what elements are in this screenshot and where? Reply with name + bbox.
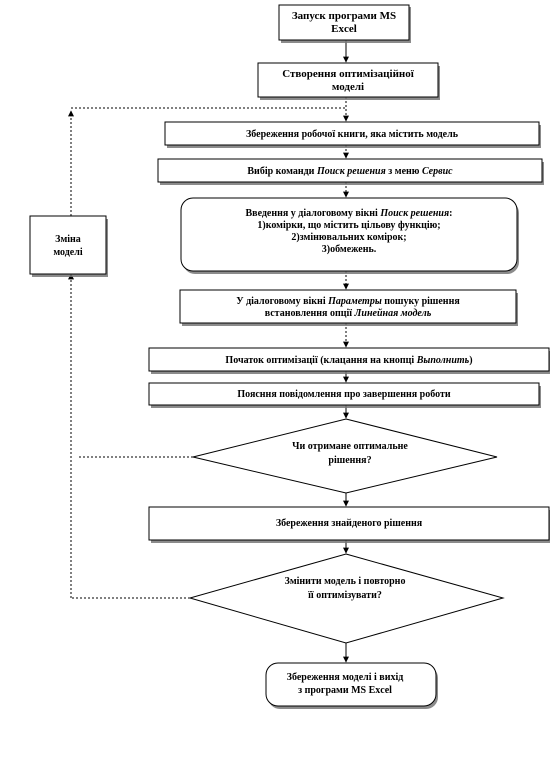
label-line: У діалоговому вікні Параметры пошуку ріш…: [236, 296, 460, 307]
label-line: Створення оптимізаційної: [282, 68, 415, 80]
label-segment: встановлення опції: [265, 308, 355, 319]
label-line: її оптимізувати?: [308, 590, 382, 601]
decision-optimal: [192, 418, 498, 494]
label-line: 3)обмежень.: [322, 244, 377, 255]
label-segment: Поиск решения: [379, 208, 449, 219]
end-box: [265, 662, 437, 707]
start-box: [278, 4, 410, 41]
label-line: Введення у діалоговому вікні Поиск решен…: [246, 208, 453, 219]
label-line: Збереження моделі і вихід: [287, 672, 404, 683]
label-line: Збереження робочої книги, яка містить мо…: [246, 129, 459, 140]
message-text: Поясння повідомлення про завершення робо…: [237, 389, 450, 400]
select-command-text: Вибір команди Поиск решения з меню Серви…: [247, 166, 453, 177]
label-line: моделі: [53, 247, 82, 258]
nodes: [29, 4, 550, 707]
decision-optimal-text: Чи отримане оптимальне рішення?: [292, 441, 408, 466]
save-workbook-box: [164, 121, 540, 146]
label-segment: ): [469, 355, 472, 366]
dialog-input-text: Введення у діалоговому вікні Поиск решен…: [246, 208, 453, 255]
label-segment: Сервис: [422, 166, 453, 177]
label-segment: Параметры: [327, 296, 382, 307]
save-workbook-text: Збереження робочої книги, яка містить мо…: [246, 129, 459, 140]
label-line: Чи отримане оптимальне: [292, 441, 408, 452]
label-line: з програми MS Excel: [298, 685, 392, 696]
change-model-text: Зміна моделі: [53, 234, 82, 258]
label-line: рішення?: [328, 455, 371, 466]
label-line: Excel: [331, 23, 357, 35]
label-line: 1)комірки, що містить цільову функцію;: [257, 220, 440, 231]
label-segment: :: [449, 208, 452, 219]
decision-change: [188, 553, 505, 644]
label-line: Збереження знайденого рішення: [276, 518, 423, 529]
label-line: Початок оптимізації (клацання на кнопці …: [225, 355, 472, 366]
label-segment: з меню: [386, 166, 422, 177]
save-solution-text: Збереження знайденого рішення: [276, 518, 423, 529]
end-text: Збереження моделі і вихід з програми MS E…: [287, 672, 404, 696]
label-line: 2)змінювальних комірок;: [291, 232, 406, 243]
params-box: [179, 289, 517, 324]
label-segment: Поиск решения: [316, 166, 386, 177]
params-text: У діалоговому вікні Параметры пошуку ріш…: [236, 296, 460, 319]
label-segment: Линейная модель: [354, 308, 432, 319]
label-line: Запуск програми MS: [292, 10, 396, 22]
start-opt-text: Початок оптимізації (клацання на кнопці …: [225, 355, 472, 366]
label-segment: Вибір команди: [247, 166, 317, 177]
start-opt-box: [148, 347, 550, 372]
dialog-input-box: [180, 197, 518, 272]
label-line: Вибір команди Поиск решения з меню Серви…: [247, 166, 453, 177]
label-segment: У діалоговому вікні: [236, 296, 328, 307]
decision-change-text: Змінити модель і повторно її оптимізувати…: [285, 576, 406, 601]
label-segment: Выполнить: [416, 355, 470, 366]
save-solution-box: [148, 506, 550, 541]
create-model-box: [257, 62, 439, 98]
change-model-box: [29, 215, 107, 275]
label-segment: пошуку рішення: [382, 296, 461, 307]
label-segment: Введення у діалоговому вікні: [246, 208, 381, 219]
label-line: Поясння повідомлення про завершення робо…: [237, 389, 450, 400]
message-box: [148, 382, 540, 406]
label-line: Зміна: [55, 234, 81, 245]
label-line: встановлення опції Линейная модель: [265, 308, 432, 319]
label-segment: Початок оптимізації (клацання на кнопці: [225, 355, 416, 366]
label-line: Змінити модель і повторно: [285, 576, 406, 587]
label-line: моделі: [332, 81, 364, 93]
connectors: [68, 40, 349, 663]
select-command-box: [157, 158, 543, 183]
